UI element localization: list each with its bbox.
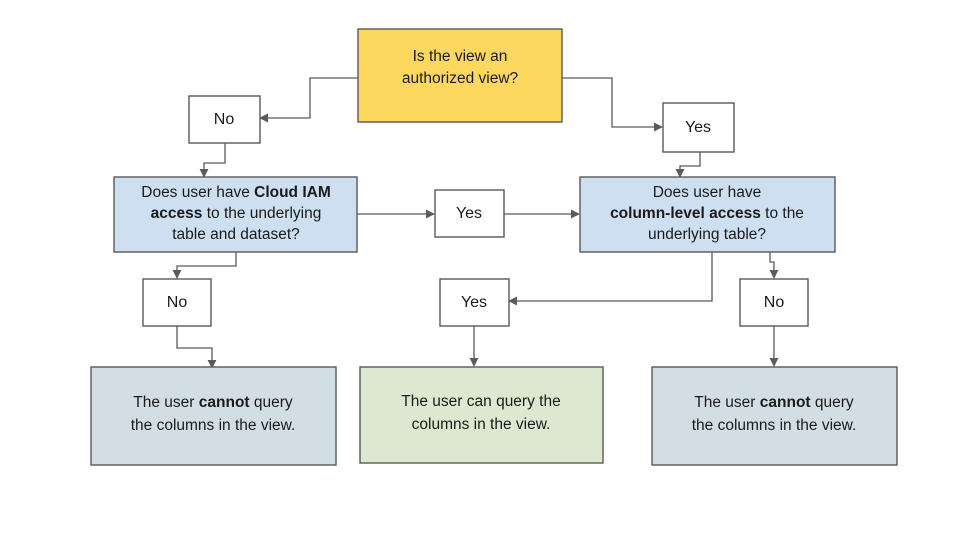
result-deny-right-box[interactable]	[651, 366, 898, 466]
edge-iam-question-to-no-left	[172, 252, 237, 279]
edge-column-question-to-no-right	[769, 252, 779, 279]
answer-yes-bottom-label: Yes	[461, 294, 487, 311]
result-allow-middle-line-1: The user can query the	[401, 393, 560, 410]
iam-question-line-3: table and dataset?	[172, 226, 300, 243]
iam-question-line-2: access to the underlying	[151, 205, 322, 222]
iam-question-line-1: Does user have Cloud IAM	[141, 184, 331, 201]
node-answer-yes-bottom[interactable]: Yes	[439, 278, 510, 327]
answer-yes-top-box[interactable]	[662, 102, 735, 153]
result-deny-left-line-1: The user cannot query	[133, 394, 293, 411]
column-question-line-3: underlying table?	[648, 226, 766, 243]
answer-no-left-label: No	[167, 294, 188, 311]
node-result-allow-middle[interactable]: The user can query the columns in the vi…	[359, 366, 604, 464]
answer-no-top-box[interactable]	[188, 95, 261, 144]
edge-start-to-yes-top	[562, 77, 663, 132]
answer-yes-bottom-box[interactable]	[439, 278, 510, 327]
start-question-line-1: Is the view an	[413, 48, 508, 65]
edge-yes-top-to-column-question	[675, 152, 701, 178]
start-question-box[interactable]	[357, 28, 563, 123]
node-answer-yes-top[interactable]: Yes	[662, 102, 735, 153]
node-result-deny-right[interactable]: The user cannot query the columns in the…	[651, 366, 898, 466]
node-start-question[interactable]: Is the view an authorized view?	[357, 28, 563, 123]
answer-no-top-label: No	[214, 111, 235, 128]
column-question-line-1: Does user have	[653, 184, 762, 201]
answer-no-left-box[interactable]	[142, 278, 212, 327]
answer-no-right-label: No	[764, 294, 785, 311]
answer-yes-top-label: Yes	[685, 119, 711, 136]
node-answer-no-right[interactable]: No	[739, 278, 809, 327]
node-answer-no-left[interactable]: No	[142, 278, 212, 327]
result-allow-middle-box[interactable]	[359, 366, 604, 464]
result-deny-right-line-2: the columns in the view.	[692, 417, 857, 434]
edge-column-question-to-yes-bottom	[508, 252, 713, 306]
result-allow-middle-line-2: columns in the view.	[412, 416, 551, 433]
iam-question-box[interactable]	[113, 176, 358, 253]
edge-no-left-to-result-deny-left	[176, 326, 217, 369]
node-answer-no-top[interactable]: No	[188, 95, 261, 144]
start-question-line-2: authorized view?	[402, 70, 519, 87]
node-result-deny-left[interactable]: The user cannot query the columns in the…	[90, 366, 337, 466]
result-deny-right-line-1: The user cannot query	[694, 394, 854, 411]
edge-start-to-no-top	[259, 77, 358, 123]
result-deny-left-box[interactable]	[90, 366, 337, 466]
answer-yes-middle-box[interactable]	[434, 189, 505, 238]
answer-no-right-box[interactable]	[739, 278, 809, 327]
node-iam-question[interactable]: Does user have Cloud IAM access to the u…	[113, 176, 358, 253]
edge-layer	[172, 77, 779, 369]
node-answer-yes-middle[interactable]: Yes	[434, 189, 505, 238]
node-column-question[interactable]: Does user have column-level access to th…	[579, 176, 836, 253]
result-deny-left-line-2: the columns in the view.	[131, 417, 296, 434]
answer-yes-middle-label: Yes	[456, 205, 482, 222]
edge-no-top-to-iam-question	[199, 143, 226, 178]
column-question-box[interactable]	[579, 176, 836, 253]
column-question-line-2: column-level access to the	[610, 205, 804, 222]
